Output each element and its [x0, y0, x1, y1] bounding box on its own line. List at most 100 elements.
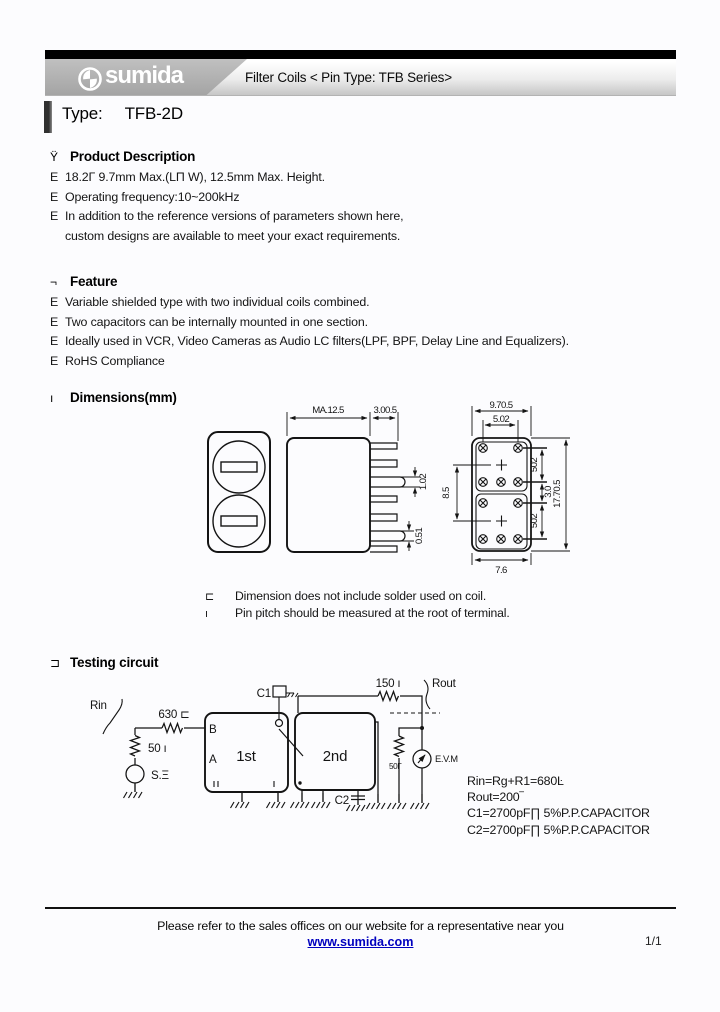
rin-span-mark [102, 698, 123, 735]
dim-pitch-upper: 502 [529, 458, 540, 472]
ground-symbol [310, 792, 331, 809]
section-title: Feature [70, 274, 118, 289]
ground-symbol [365, 793, 386, 810]
terminal-ticks [213, 781, 275, 787]
ground-symbol [386, 793, 407, 810]
label-resistor-50: 50 ı [148, 742, 167, 755]
footer-divider [45, 907, 676, 909]
section-testing-circuit-header: ⊐ Testing circuit [50, 655, 158, 670]
brand-area: sumida [45, 59, 247, 95]
dim-pin-width-upper: 1.02 [418, 474, 429, 491]
type-accent-bar [44, 101, 52, 133]
website-link[interactable]: www.sumida.com [307, 935, 414, 949]
list-item: custom designs are available to meet you… [65, 228, 401, 243]
dimensions-drawing: MA.12.5 3.00.5 1.02 0.51 [207, 400, 570, 576]
label-rin: Rin [90, 699, 107, 712]
section-bullet: Ÿ [50, 150, 58, 164]
formula-line: Rin=Rg+R1=680Ŀ [467, 774, 564, 788]
dim-pitch-mid: 3.0 [543, 486, 554, 498]
output-tap-wire [375, 721, 379, 803]
ground-symbol [229, 792, 250, 809]
dim-pin-span: 5.02 [493, 414, 510, 425]
label-resistor-630: 630 ⊏ [158, 708, 189, 721]
dim-overall-length: 17.70.5 [552, 480, 563, 508]
testing-circuit-drawing: Rin 630 ⊏ 50 ı S.Ξ B A 1st 2nd C1 C2 150… [90, 677, 459, 812]
section-header: Ÿ Product Description [50, 149, 403, 164]
label-meter: E.V.M [435, 753, 458, 764]
footer-note: Please refer to the sales offices on our… [157, 919, 564, 933]
resistor-150 [377, 690, 400, 702]
label-source: S.Ξ [151, 769, 170, 782]
product-line-title: Filter Coils < Pin Type: TFB Series> [245, 70, 452, 85]
top-view [207, 431, 271, 553]
label-resistor-load: 50Γ [389, 762, 402, 771]
dim-overall-width: 9.70.5 [489, 400, 512, 411]
section-title: Testing circuit [70, 655, 159, 670]
dim-row-width: 7.6 [495, 565, 507, 576]
footer: Please refer to the sales offices on our… [45, 919, 676, 951]
label-resistor-150: 150 ı [376, 677, 401, 690]
label-rout: Rout [432, 677, 457, 690]
label-coil-2nd: 2nd [323, 748, 347, 765]
header-bar: Filter Coils < Pin Type: TFB Series> sum… [45, 59, 676, 96]
dim-pin-length: 3.00.5 [373, 405, 396, 416]
cap-c1-symbol [272, 685, 287, 698]
bottom-view [453, 406, 570, 565]
coil-2nd-box [294, 712, 376, 791]
circuit-formulas: Rin=Rg+R1=680Ŀ Rout=200‾ C1=2700pF∏ 5%P.… [467, 773, 650, 838]
note-line: ⊏Dimension does not include solder used … [205, 589, 487, 603]
dim-slug-gap: 8.5 [441, 487, 452, 499]
section-title: Dimensions(mm) [70, 390, 177, 405]
ground-symbol [289, 792, 310, 809]
dim-pin-width-lower: 0.51 [414, 528, 425, 545]
type-value: TFB-2D [124, 104, 184, 123]
meter-evm [412, 749, 432, 769]
dim-body-width: MA.12.5 [312, 405, 344, 416]
section-bullet: ¬ [50, 275, 57, 289]
section-bullet: ⊐ [50, 656, 60, 670]
formula-line: Rout=200‾ [467, 790, 524, 805]
ground-symbol [345, 795, 366, 812]
brand-name: sumida [105, 62, 184, 89]
dimension-notes: ⊏Dimension does not include solder used … [205, 589, 510, 622]
section-header: ¬ Feature [50, 274, 569, 289]
tap-terminal [274, 718, 284, 728]
label-c1: C1 [257, 687, 271, 700]
formula-line: C2=2700pF∏ 5%P.P.CAPACITOR [467, 822, 650, 837]
dim-pitch-lower: 502 [529, 514, 540, 528]
label-coil-1st: 1st [236, 748, 256, 765]
label-c2: C2 [335, 794, 349, 807]
resistor-50-source [129, 734, 141, 757]
ground-symbol [409, 793, 430, 810]
rout-span-mark [423, 679, 431, 710]
page-number: 1/1 [645, 934, 662, 948]
type-label: Type: [62, 104, 103, 123]
signal-source [125, 764, 145, 784]
dimension-lines [286, 412, 420, 551]
type-heading: Type: TFB-2D [62, 104, 183, 124]
side-view [286, 412, 420, 553]
label-terminal-a: A [209, 753, 217, 766]
ground-symbol [122, 782, 143, 799]
header-black-bar [45, 50, 676, 59]
section-dimensions-header: ı Dimensions(mm) [50, 390, 177, 405]
pins [370, 442, 406, 553]
formula-line: C1=2700pF∏ 5%P.P.CAPACITOR [467, 806, 650, 821]
section-title: Product Description [70, 149, 196, 164]
output-wire [297, 695, 423, 728]
ground-symbol [265, 792, 286, 809]
sumida-logo-icon [78, 67, 102, 91]
section-bullet: ı [50, 391, 54, 405]
dimension-lines [453, 406, 570, 565]
